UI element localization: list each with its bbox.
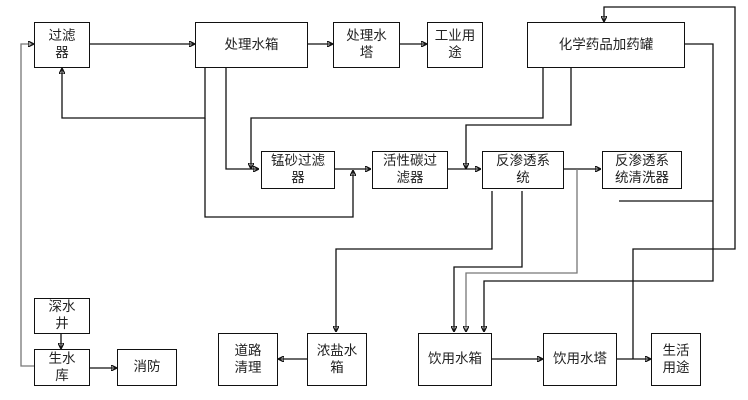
edge-ro-drinking-1 bbox=[454, 191, 523, 331]
node-activated-carbon-filter[interactable]: 活性碳过 滤器 bbox=[372, 151, 448, 189]
node-deep-well[interactable]: 深水 井 bbox=[34, 298, 90, 334]
edge-chem-mnsand bbox=[251, 67, 544, 168]
node-drinking-water-tank[interactable]: 饮用水箱 bbox=[418, 333, 492, 386]
node-fire-fighting[interactable]: 消防 bbox=[117, 349, 177, 386]
node-industrial-use[interactable]: 工业用 途 bbox=[427, 22, 483, 68]
node-ro-cleaner[interactable]: 反渗透系 统清洗器 bbox=[602, 151, 682, 189]
edge-chem-drinking bbox=[484, 43, 714, 331]
edge-ro-drinking-2 bbox=[466, 169, 578, 331]
edge-reservoir-filter bbox=[20, 44, 34, 367]
node-treated-tower[interactable]: 处理水 塔 bbox=[333, 22, 400, 68]
edge-treatedtank-carbon bbox=[204, 118, 353, 218]
edge-chem-ro bbox=[466, 67, 572, 168]
node-road-cleaning[interactable]: 道路 清理 bbox=[218, 333, 278, 386]
edge-ro-brine bbox=[336, 191, 493, 331]
edge-tower-chem bbox=[604, 6, 736, 359]
node-chemical-dosing-tank[interactable]: 化学药品加药罐 bbox=[527, 22, 685, 68]
node-filter[interactable]: 过滤 器 bbox=[34, 22, 90, 68]
node-brine-tank[interactable]: 浓盐水 箱 bbox=[307, 333, 367, 386]
node-domestic-use[interactable]: 生活 用途 bbox=[651, 333, 701, 386]
edge-treatedtank-mnsand bbox=[225, 67, 258, 169]
node-manganese-sand-filter[interactable]: 锰砂过滤 器 bbox=[261, 151, 335, 189]
node-treated-tank[interactable]: 处理水箱 bbox=[195, 22, 308, 68]
edge-treatedtank-filter bbox=[62, 67, 206, 119]
node-drinking-water-tower[interactable]: 饮用水塔 bbox=[543, 333, 617, 386]
node-reverse-osmosis-system[interactable]: 反渗透系 统 bbox=[482, 151, 564, 189]
node-raw-water-reservoir[interactable]: 生水 库 bbox=[34, 349, 90, 386]
